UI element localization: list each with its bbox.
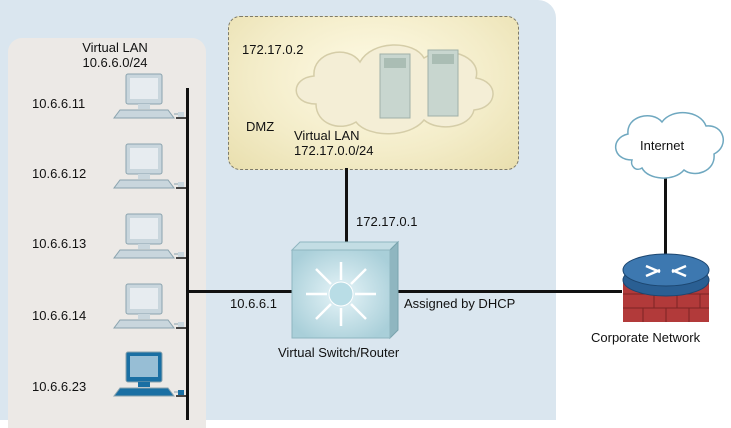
lan-title-block: Virtual LAN 10.6.6.0/24 bbox=[60, 40, 170, 70]
host-ip: 10.6.6.12 bbox=[32, 166, 87, 181]
dmz-vlan-subnet: 172.17.0.0/24 bbox=[294, 143, 374, 158]
host-ip: 10.6.6.13 bbox=[32, 236, 87, 251]
switch-lan-ip: 10.6.6.1 bbox=[230, 296, 277, 311]
dmz-server-ip: 172.17.0.2 bbox=[242, 42, 304, 57]
dmz-label: DMZ bbox=[246, 119, 275, 134]
lan-title: Virtual LAN bbox=[82, 40, 148, 55]
corporate-network-label: Corporate Network bbox=[591, 330, 701, 345]
switch-wan-label: Assigned by DHCP bbox=[404, 296, 516, 311]
lan-subnet: 10.6.6.0/24 bbox=[82, 55, 148, 70]
host-ip: 10.6.6.14 bbox=[32, 308, 87, 323]
dmz-vlan-block: Virtual LAN 172.17.0.0/24 bbox=[294, 128, 374, 158]
internet-link-line bbox=[664, 174, 667, 264]
internet-label: Internet bbox=[640, 138, 685, 153]
dmz-uplink-line bbox=[345, 168, 348, 242]
dmz-vlan-title: Virtual LAN bbox=[294, 128, 360, 143]
virtual-lan-panel bbox=[8, 38, 206, 428]
lan-bus-line bbox=[186, 88, 189, 420]
wan-link-line bbox=[398, 290, 622, 293]
host-ip: 10.6.6.23 bbox=[32, 379, 87, 394]
lan-uplink-line bbox=[188, 290, 292, 293]
server-icon bbox=[379, 49, 459, 119]
switch-dmz-ip: 172.17.0.1 bbox=[356, 214, 418, 229]
switch-label: Virtual Switch/Router bbox=[278, 345, 400, 360]
host-ip: 10.6.6.11 bbox=[32, 96, 86, 111]
